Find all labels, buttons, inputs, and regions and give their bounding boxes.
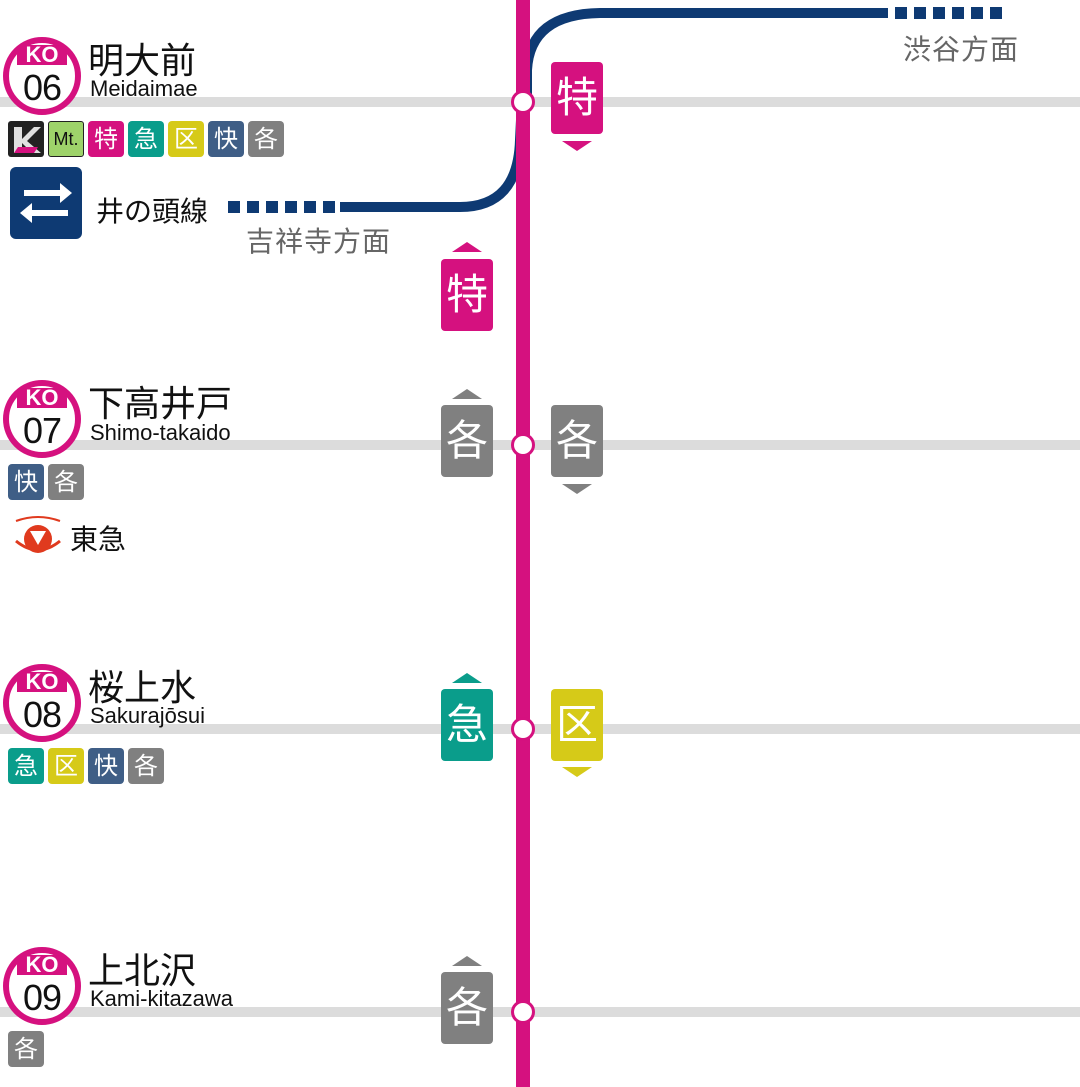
- stop-chip-kaisoku: 快: [208, 121, 244, 157]
- up-arrow-icon: [452, 673, 482, 683]
- down-arrow-icon: [562, 141, 592, 151]
- stop-chip-kakueki: 各: [248, 121, 284, 157]
- badge-prefix-bg: KO: [17, 669, 67, 694]
- up-arrow-icon: [452, 242, 482, 252]
- train-marker-kyuko-up[interactable]: 急: [441, 689, 493, 761]
- stop-chip-kyuko: 急: [8, 748, 44, 784]
- station-name-ja[interactable]: 下高井戸: [88, 384, 233, 425]
- station-node-kamikitazawa[interactable]: [511, 1000, 535, 1024]
- train-marker-kuma-down[interactable]: 区: [551, 689, 603, 761]
- tokyu-label: 東急: [70, 523, 127, 556]
- inokashira-dash: [933, 7, 945, 19]
- up-arrow-icon: [452, 956, 482, 966]
- inokashira-dash: [952, 7, 964, 19]
- station-name-roman: Sakurajōsui: [90, 703, 205, 728]
- station-number-badge: KO 09: [3, 947, 81, 1025]
- station-node-shimotakaido[interactable]: [511, 433, 535, 457]
- transfer-arrows-shape: [20, 183, 72, 223]
- inokashira-dash: [990, 7, 1002, 19]
- down-arrow-icon: [562, 484, 592, 494]
- train-marker-tokkyu-up[interactable]: 特: [441, 259, 493, 331]
- direction-kichijoji: 吉祥寺方面: [246, 225, 392, 258]
- tokyu-logo-icon: [10, 515, 66, 557]
- station-code-number: 08: [22, 694, 62, 735]
- station-code-number: 06: [22, 67, 62, 108]
- badge-prefix-bg: KO: [17, 952, 67, 977]
- stop-chip-tokkyu: 特: [88, 121, 124, 157]
- mt-logo-text: Mt.: [53, 129, 79, 149]
- stop-chip-kakueki: 各: [48, 464, 84, 500]
- station-name-roman: Kami-kitazawa: [90, 986, 234, 1011]
- transfer-arrows-icon[interactable]: [10, 167, 82, 239]
- station-name-ja[interactable]: 明大前: [88, 41, 197, 82]
- keio-main-line: [516, 0, 530, 1087]
- station-node-meidaimae[interactable]: [511, 90, 535, 114]
- inokashira-dash: [323, 201, 335, 213]
- inokashira-dash: [228, 201, 240, 213]
- inokashira-dash: [285, 201, 297, 213]
- badge-prefix-bg: KO: [17, 385, 67, 410]
- train-marker-kakueki-down[interactable]: 各: [551, 405, 603, 477]
- train-marker-kakueki-up[interactable]: 各: [441, 405, 493, 477]
- station-code-prefix: KO: [25, 669, 59, 694]
- mt-takao-logo-icon: Mt.: [48, 121, 84, 157]
- down-arrow-icon: [562, 767, 592, 777]
- stop-chip-kuma: 区: [48, 748, 84, 784]
- station-code-prefix: KO: [25, 952, 59, 977]
- station-line-shimotakaido: [0, 440, 1080, 450]
- station-code-number: 07: [22, 410, 62, 451]
- inokashira-dash: [971, 7, 983, 19]
- tokyu-logo-shape: [15, 516, 61, 553]
- stop-chip-kakueki: 各: [8, 1031, 44, 1067]
- stop-chip-kaisoku: 快: [8, 464, 44, 500]
- transfer-line-name[interactable]: 井の頭線: [96, 195, 209, 228]
- station-name-roman: Meidaimae: [90, 76, 198, 101]
- badge-prefix-bg: KO: [17, 42, 67, 67]
- inokashira-dash: [266, 201, 278, 213]
- keio-k-logo-icon: [8, 121, 44, 157]
- stop-chip-kyuko: 急: [128, 121, 164, 157]
- station-number-badge: KO 08: [3, 664, 81, 742]
- station-line-meidaimae: [0, 97, 1080, 107]
- train-marker-kakueki-up[interactable]: 各: [441, 972, 493, 1044]
- inokashira-dash: [914, 7, 926, 19]
- keio-k-logo-shape: [14, 127, 41, 153]
- station-line-kamikitazawa: [0, 1007, 1080, 1017]
- station-code-number: 09: [22, 977, 62, 1018]
- inokashira-dash: [247, 201, 259, 213]
- station-name-ja[interactable]: 桜上水: [88, 668, 197, 709]
- station-number-badge: KO 07: [3, 380, 81, 458]
- station-code-prefix: KO: [25, 385, 59, 410]
- station-node-sakurajosui[interactable]: [511, 717, 535, 741]
- station-name-roman: Shimo-takaido: [90, 420, 231, 445]
- station-number-badge: KO 06: [3, 37, 81, 115]
- train-marker-tokkyu-down[interactable]: 特: [551, 62, 603, 134]
- up-arrow-icon: [452, 389, 482, 399]
- station-name-ja[interactable]: 上北沢: [88, 951, 197, 992]
- stop-chip-kakueki: 各: [128, 748, 164, 784]
- direction-shibuya: 渋谷方面: [903, 33, 1020, 66]
- inokashira-dash: [304, 201, 316, 213]
- station-code-prefix: KO: [25, 42, 59, 67]
- stop-chip-kaisoku: 快: [88, 748, 124, 784]
- inokashira-dash: [895, 7, 907, 19]
- station-line-sakurajosui: [0, 724, 1080, 734]
- stop-chip-kuma: 区: [168, 121, 204, 157]
